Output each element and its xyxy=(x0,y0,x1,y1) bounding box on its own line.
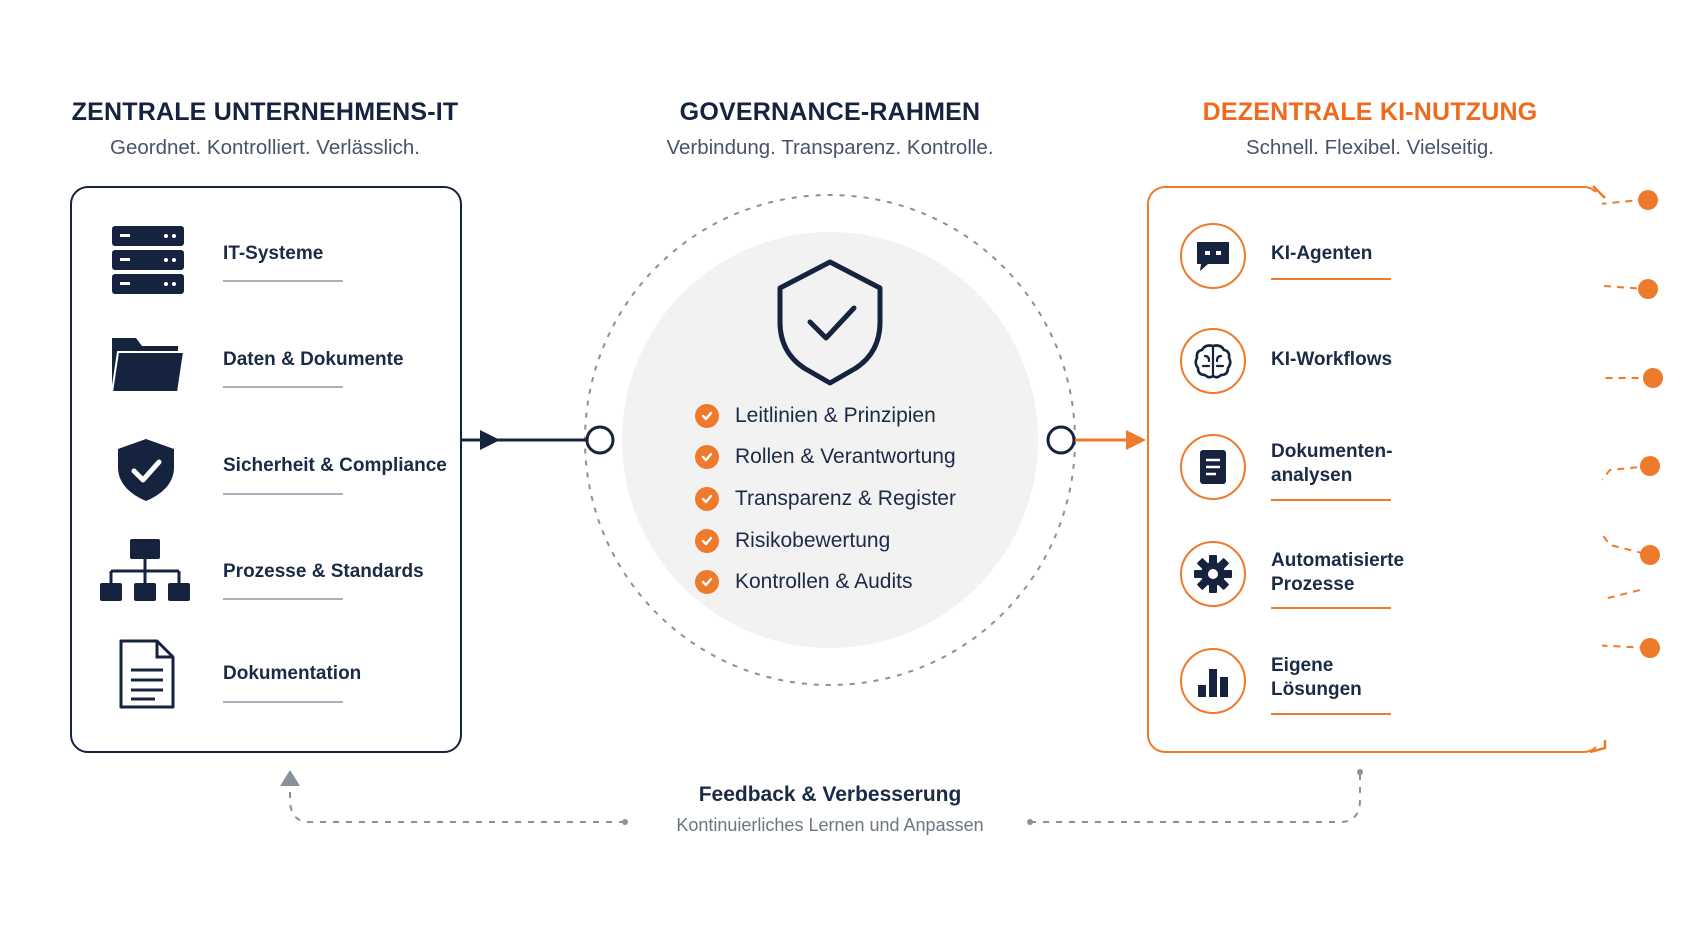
feedback-section: Feedback & Verbesserung Kontinuierliches… xyxy=(600,783,1060,836)
right-item-underline xyxy=(1271,278,1391,280)
checklist-item: Rollen & Verantwortung xyxy=(695,437,956,479)
feedback-subtitle: Kontinuierliches Lernen und Anpassen xyxy=(676,815,984,835)
left-column-title: ZENTRALE UNTERNEHMENS-IT xyxy=(71,98,459,126)
governance-shield-icon xyxy=(777,259,883,386)
folder-icon xyxy=(108,330,188,396)
left-item-label: Sicherheit & Compliance xyxy=(223,455,447,476)
right-column-title: DEZENTRALE KI-NUTZUNG xyxy=(1202,98,1538,126)
left-item-label: Dokumentation xyxy=(223,663,362,684)
right-item-label: KI-Agenten xyxy=(1271,243,1373,264)
arrow-up-icon xyxy=(280,770,300,786)
center-column-subtitle: Verbindung. Transparenz. Kontrolle. xyxy=(666,136,994,159)
org-chart-icon xyxy=(98,535,192,605)
center-column-header: GOVERNANCE-RAHMEN Verbindung. Transparen… xyxy=(610,98,1050,160)
right-item-label: Dokumenten-analysen xyxy=(1271,441,1393,486)
check-icon xyxy=(695,445,719,470)
connector-node xyxy=(1046,425,1076,455)
check-icon xyxy=(695,486,719,511)
center-column-title: GOVERNANCE-RAHMEN xyxy=(679,98,981,126)
check-icon xyxy=(695,528,719,553)
right-column-subtitle: Schnell. Flexibel. Vielseitig. xyxy=(1245,136,1495,159)
document-icon xyxy=(115,638,179,710)
left-item-underline xyxy=(223,386,343,388)
branch-endpoints xyxy=(1638,190,1663,658)
checklist-item: Transparenz & Register xyxy=(695,478,956,520)
right-connector xyxy=(1046,425,1146,455)
feedback-loop xyxy=(289,772,1361,823)
left-item-underline xyxy=(223,598,343,600)
server-icon xyxy=(108,222,188,298)
arrow-right-icon xyxy=(1126,430,1146,450)
feedback-title: Feedback & Verbesserung xyxy=(698,783,962,806)
right-column-header: DEZENTRALE KI-NUTZUNG Schnell. Flexibel.… xyxy=(1150,98,1590,160)
left-item-label: Prozesse & Standards xyxy=(223,561,424,582)
bar-chart-icon xyxy=(1180,648,1246,714)
left-item-underline xyxy=(223,701,343,703)
left-item-label: IT-Systeme xyxy=(223,243,324,264)
left-item-underline xyxy=(223,280,343,282)
right-item-label: KI-Workflows xyxy=(1271,349,1393,370)
left-connector xyxy=(462,425,615,455)
left-column-subtitle: Geordnet. Kontrolliert. Verlässlich. xyxy=(110,136,420,159)
right-item-underline xyxy=(1271,607,1391,609)
governance-circle xyxy=(622,232,1038,648)
checklist-item: Risikobewertung xyxy=(695,520,956,562)
right-item-underline xyxy=(1271,713,1391,715)
left-item-label: Daten & Dokumente xyxy=(223,349,404,370)
check-icon xyxy=(695,570,719,595)
connector-node xyxy=(585,425,615,455)
left-item-underline xyxy=(223,493,343,495)
checklist-item: Leitlinien & Prinzipien xyxy=(695,395,956,437)
arrow-right-icon xyxy=(480,430,500,450)
governance-checklist: Leitlinien & Prinzipien Rollen & Verantw… xyxy=(695,395,956,603)
check-icon xyxy=(695,403,719,428)
right-item-underline xyxy=(1271,499,1391,501)
gear-icon xyxy=(1180,541,1246,607)
checklist-item: Kontrollen & Audits xyxy=(695,561,956,603)
shield-check-icon xyxy=(112,435,180,505)
document-icon xyxy=(1180,434,1246,500)
left-column-header: ZENTRALE UNTERNEHMENS-IT Geordnet. Kontr… xyxy=(40,98,490,160)
chat-bot-icon xyxy=(1180,223,1246,289)
brain-icon xyxy=(1180,328,1246,394)
